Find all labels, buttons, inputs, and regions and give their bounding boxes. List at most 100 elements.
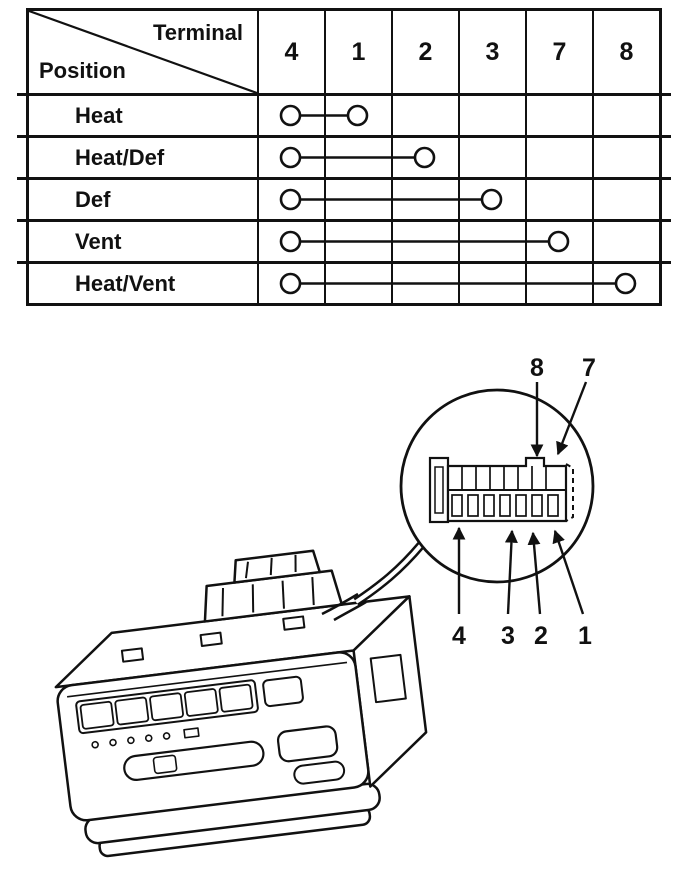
panel-button: [79, 700, 115, 730]
position-cell: Heat: [75, 102, 123, 128]
unit-side-clip: [369, 653, 407, 704]
table-row: Def: [17, 177, 671, 219]
connector-pin: [547, 494, 559, 517]
panel-button: [149, 692, 184, 722]
terminal-cells: [257, 138, 659, 177]
connector-illustration: 8 7 4 3 2 1: [54, 354, 596, 858]
pin-label-8: 8: [530, 354, 544, 382]
terminal-header-2: 2: [391, 11, 458, 93]
panel-icon: [162, 732, 171, 740]
position-cell: Def: [75, 186, 111, 212]
connector-dashed-edge: [565, 463, 574, 522]
panel-button: [262, 675, 304, 708]
pin-label-3: 3: [501, 622, 515, 650]
table-row: Heat/Vent: [17, 261, 671, 303]
position-header-label: Position: [39, 58, 126, 83]
panel-icon: [91, 740, 99, 749]
panel-button: [183, 688, 219, 717]
unit-top-clip: [199, 631, 223, 647]
continuity-graphic: [279, 272, 637, 295]
pin-labels: 8 7 4 3 2 1: [452, 354, 596, 650]
terminal-cell: [592, 96, 659, 135]
terminal-cells: [257, 264, 659, 303]
position-cell: Heat/Def: [75, 144, 165, 170]
terminal-contact-circle: [413, 146, 436, 169]
connector-pin: [483, 494, 495, 517]
terminal-cell: [592, 180, 659, 219]
terminal-cell: [257, 96, 324, 135]
terminal-cell: [391, 96, 458, 135]
terminal-header-4: 4: [257, 11, 324, 93]
diagonal-divider: [29, 11, 257, 93]
terminal-header-label: Terminal: [152, 20, 243, 45]
terminal-contact-circle: [279, 104, 302, 127]
pin-leader-lines: [452, 381, 588, 615]
unit-top-clip: [282, 615, 306, 631]
connector-pin: [531, 494, 543, 517]
leader-pin-3: [504, 529, 518, 615]
connector-detail: [428, 456, 574, 524]
panel-control: [276, 725, 339, 763]
terminal-cell: [592, 138, 659, 177]
terminal-contact-circle: [480, 188, 503, 211]
terminal-cell: [257, 138, 324, 177]
terminal-cells: [257, 222, 659, 261]
unit-back-step: [233, 549, 322, 584]
continuity-graphic: [279, 146, 436, 169]
heater-control-unit: [54, 542, 428, 858]
panel-icon: [183, 727, 200, 739]
terminal-cell: [458, 138, 525, 177]
table-row: Heat: [17, 93, 671, 135]
pin-label-7: 7: [582, 354, 596, 382]
terminal-cell: [257, 180, 324, 219]
panel-icon: [144, 734, 153, 742]
position-cell: Heat/Vent: [75, 270, 176, 296]
unit-top-clip: [120, 647, 145, 663]
terminal-contact-circle: [279, 272, 302, 295]
terminal-cell: [458, 96, 525, 135]
terminal-header-1: 1: [324, 11, 391, 93]
leader-pin-7: [556, 381, 588, 456]
terminal-cell: [592, 222, 659, 261]
terminal-cells: [257, 180, 659, 219]
wire-core: [354, 543, 423, 604]
connector-pin: [451, 494, 463, 517]
leader-pin-1: [552, 529, 585, 615]
terminal-cell: [257, 264, 324, 303]
panel-button: [114, 696, 150, 726]
table-row: Heat/Def: [17, 135, 671, 177]
wire-strand: [321, 592, 359, 616]
terminal-cell: [257, 222, 324, 261]
terminal-header-8: 8: [592, 11, 659, 93]
terminal-contact-circle: [614, 272, 637, 295]
terminal-contact-circle: [346, 104, 369, 127]
terminal-cell: [525, 96, 592, 135]
panel-icon: [109, 738, 117, 747]
pin-label-4: 4: [452, 622, 466, 650]
panel-icon: [127, 736, 135, 745]
unit-back-block: [203, 569, 344, 623]
table-row: Vent: [17, 219, 671, 261]
terminal-header-3: 3: [458, 11, 525, 93]
terminal-contact-circle: [547, 230, 570, 253]
continuity-graphic: [279, 230, 570, 253]
connector-pin: [499, 494, 511, 517]
slider-knob: [152, 754, 178, 775]
connector-pin: [515, 494, 527, 517]
header-corner-cell: Terminal Position: [29, 11, 257, 93]
terminal-header-7: 7: [525, 11, 592, 93]
connector-pin: [467, 494, 479, 517]
terminal-cell: [525, 138, 592, 177]
terminal-cell: [525, 180, 592, 219]
panel-control: [293, 760, 346, 785]
panel-button: [218, 683, 254, 713]
wire-strand: [333, 600, 367, 622]
continuity-graphic: [279, 104, 369, 127]
leader-pin-2: [527, 531, 542, 615]
pin-label-1: 1: [578, 622, 592, 650]
terminal-contact-circle: [279, 188, 302, 211]
terminal-cells: [257, 96, 659, 135]
